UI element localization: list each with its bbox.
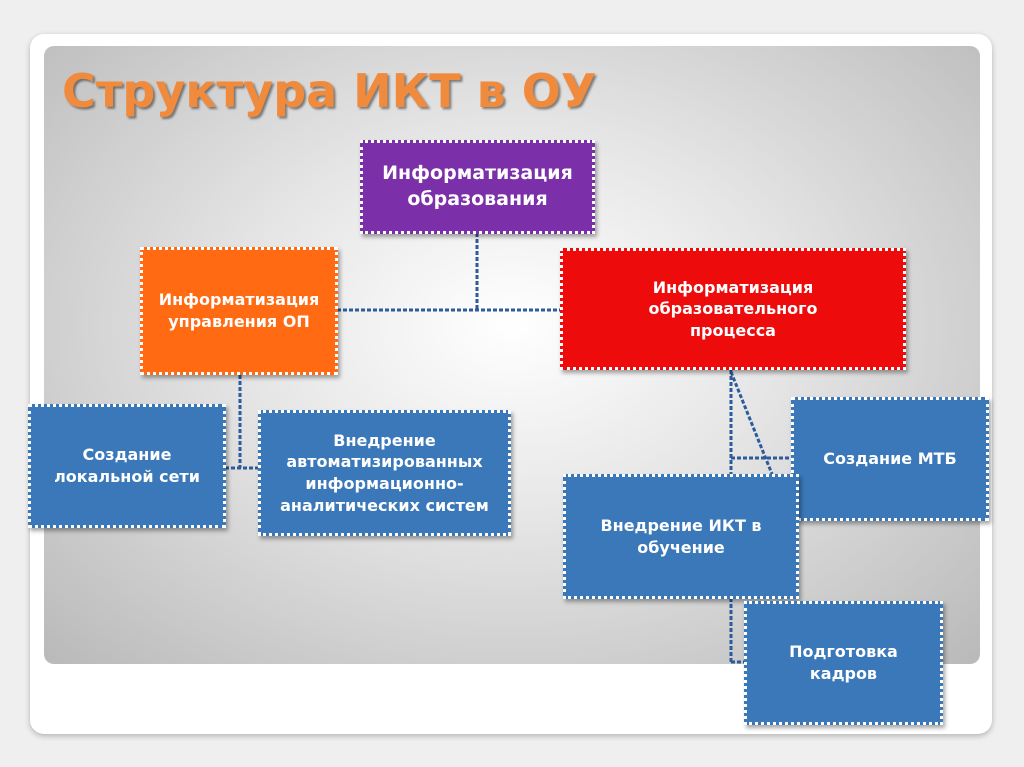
slide-title: Структура ИКТ в ОУ (62, 64, 597, 118)
node-ict-learning: Внедрение ИКТ в обучение (563, 474, 799, 599)
node-info-systems: Внедрение автоматизированных информацион… (258, 410, 511, 536)
node-management-label: Информатизация управления ОП (158, 290, 320, 331)
node-root-label: Информатизация образования (382, 162, 573, 210)
node-root: Информатизация образования (360, 140, 595, 234)
node-staff-training: Подготовка кадров (744, 601, 943, 725)
node-process: Информатизация образовательного процесса (560, 248, 906, 370)
node-staff-training-label: Подготовка кадров (789, 642, 898, 683)
node-info-systems-label: Внедрение автоматизированных информацион… (280, 430, 489, 515)
node-local-network: Создание локальной сети (28, 404, 226, 528)
node-mtb-label: Создание МТБ (823, 449, 957, 469)
node-process-label: Информатизация образовательного процесса (648, 277, 818, 340)
node-management: Информатизация управления ОП (140, 247, 338, 375)
node-ict-learning-label: Внедрение ИКТ в обучение (600, 515, 762, 557)
node-mtb: Создание МТБ (791, 397, 989, 521)
node-local-network-label: Создание локальной сети (54, 445, 200, 486)
